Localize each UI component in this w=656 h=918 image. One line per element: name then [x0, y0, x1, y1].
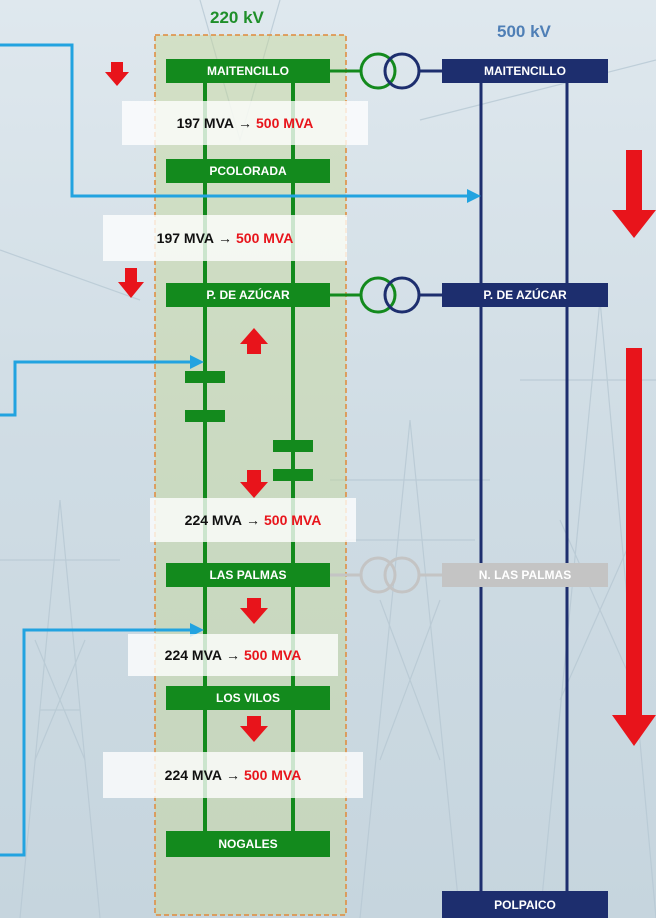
bus-220-maitencillo: MAITENCILLO [166, 59, 330, 83]
capacity-arrow: → [246, 512, 260, 528]
transformer-las-palmas [330, 558, 442, 592]
feeder-arrowhead-1 [467, 189, 481, 203]
bus-220-las-palmas: LAS PALMAS [166, 563, 330, 587]
capacity-label: 197 MVA→500 MVA [103, 215, 347, 261]
transformer-p-de-azucar [330, 278, 442, 312]
capacity-to: 500 MVA [264, 512, 321, 528]
capacity-from: 197 MVA [157, 230, 214, 246]
bus-500-maitencillo: MAITENCILLO [442, 59, 608, 83]
capacity-arrow: → [226, 767, 240, 783]
capacity-to: 500 MVA [244, 647, 301, 663]
flow-down-arrow [118, 268, 144, 298]
capacity-from: 197 MVA [177, 115, 234, 131]
voltage-label-220kv: 220 kV [210, 8, 264, 28]
bus-500-polpaico: POLPAICO [442, 891, 608, 918]
voltage-label-500kv: 500 kV [497, 22, 551, 42]
flow-down-arrow [105, 62, 129, 86]
capacity-to: 500 MVA [244, 767, 301, 783]
capacity-to: 500 MVA [256, 115, 313, 131]
capacity-label: 224 MVA→500 MVA [128, 634, 338, 676]
capacity-to: 500 MVA [236, 230, 293, 246]
bus-500-p-de-azucar: P. DE AZÚCAR [442, 283, 608, 307]
capacity-arrow: → [226, 647, 240, 663]
capacity-arrow: → [238, 115, 252, 131]
capacity-from: 224 MVA [185, 512, 242, 528]
large-flow-arrow [612, 150, 656, 238]
transformer-maitencillo [330, 54, 442, 88]
capacity-from: 224 MVA [165, 767, 222, 783]
capacity-label: 224 MVA→500 MVA [103, 752, 363, 798]
bus-500-n-las-palmas: N. LAS PALMAS [442, 563, 608, 587]
capacity-label: 197 MVA→500 MVA [122, 101, 368, 145]
bus-220-p-de-azucar: P. DE AZÚCAR [166, 283, 330, 307]
bus-220-nogales: NOGALES [166, 831, 330, 857]
large-flow-arrow [612, 348, 656, 746]
bus-220-los-vilos: LOS VILOS [166, 686, 330, 710]
capacity-label: 224 MVA→500 MVA [150, 498, 356, 542]
capacity-arrow: → [218, 230, 232, 246]
bus-220-pcolorada: PCOLORADA [166, 159, 330, 183]
capacity-from: 224 MVA [165, 647, 222, 663]
